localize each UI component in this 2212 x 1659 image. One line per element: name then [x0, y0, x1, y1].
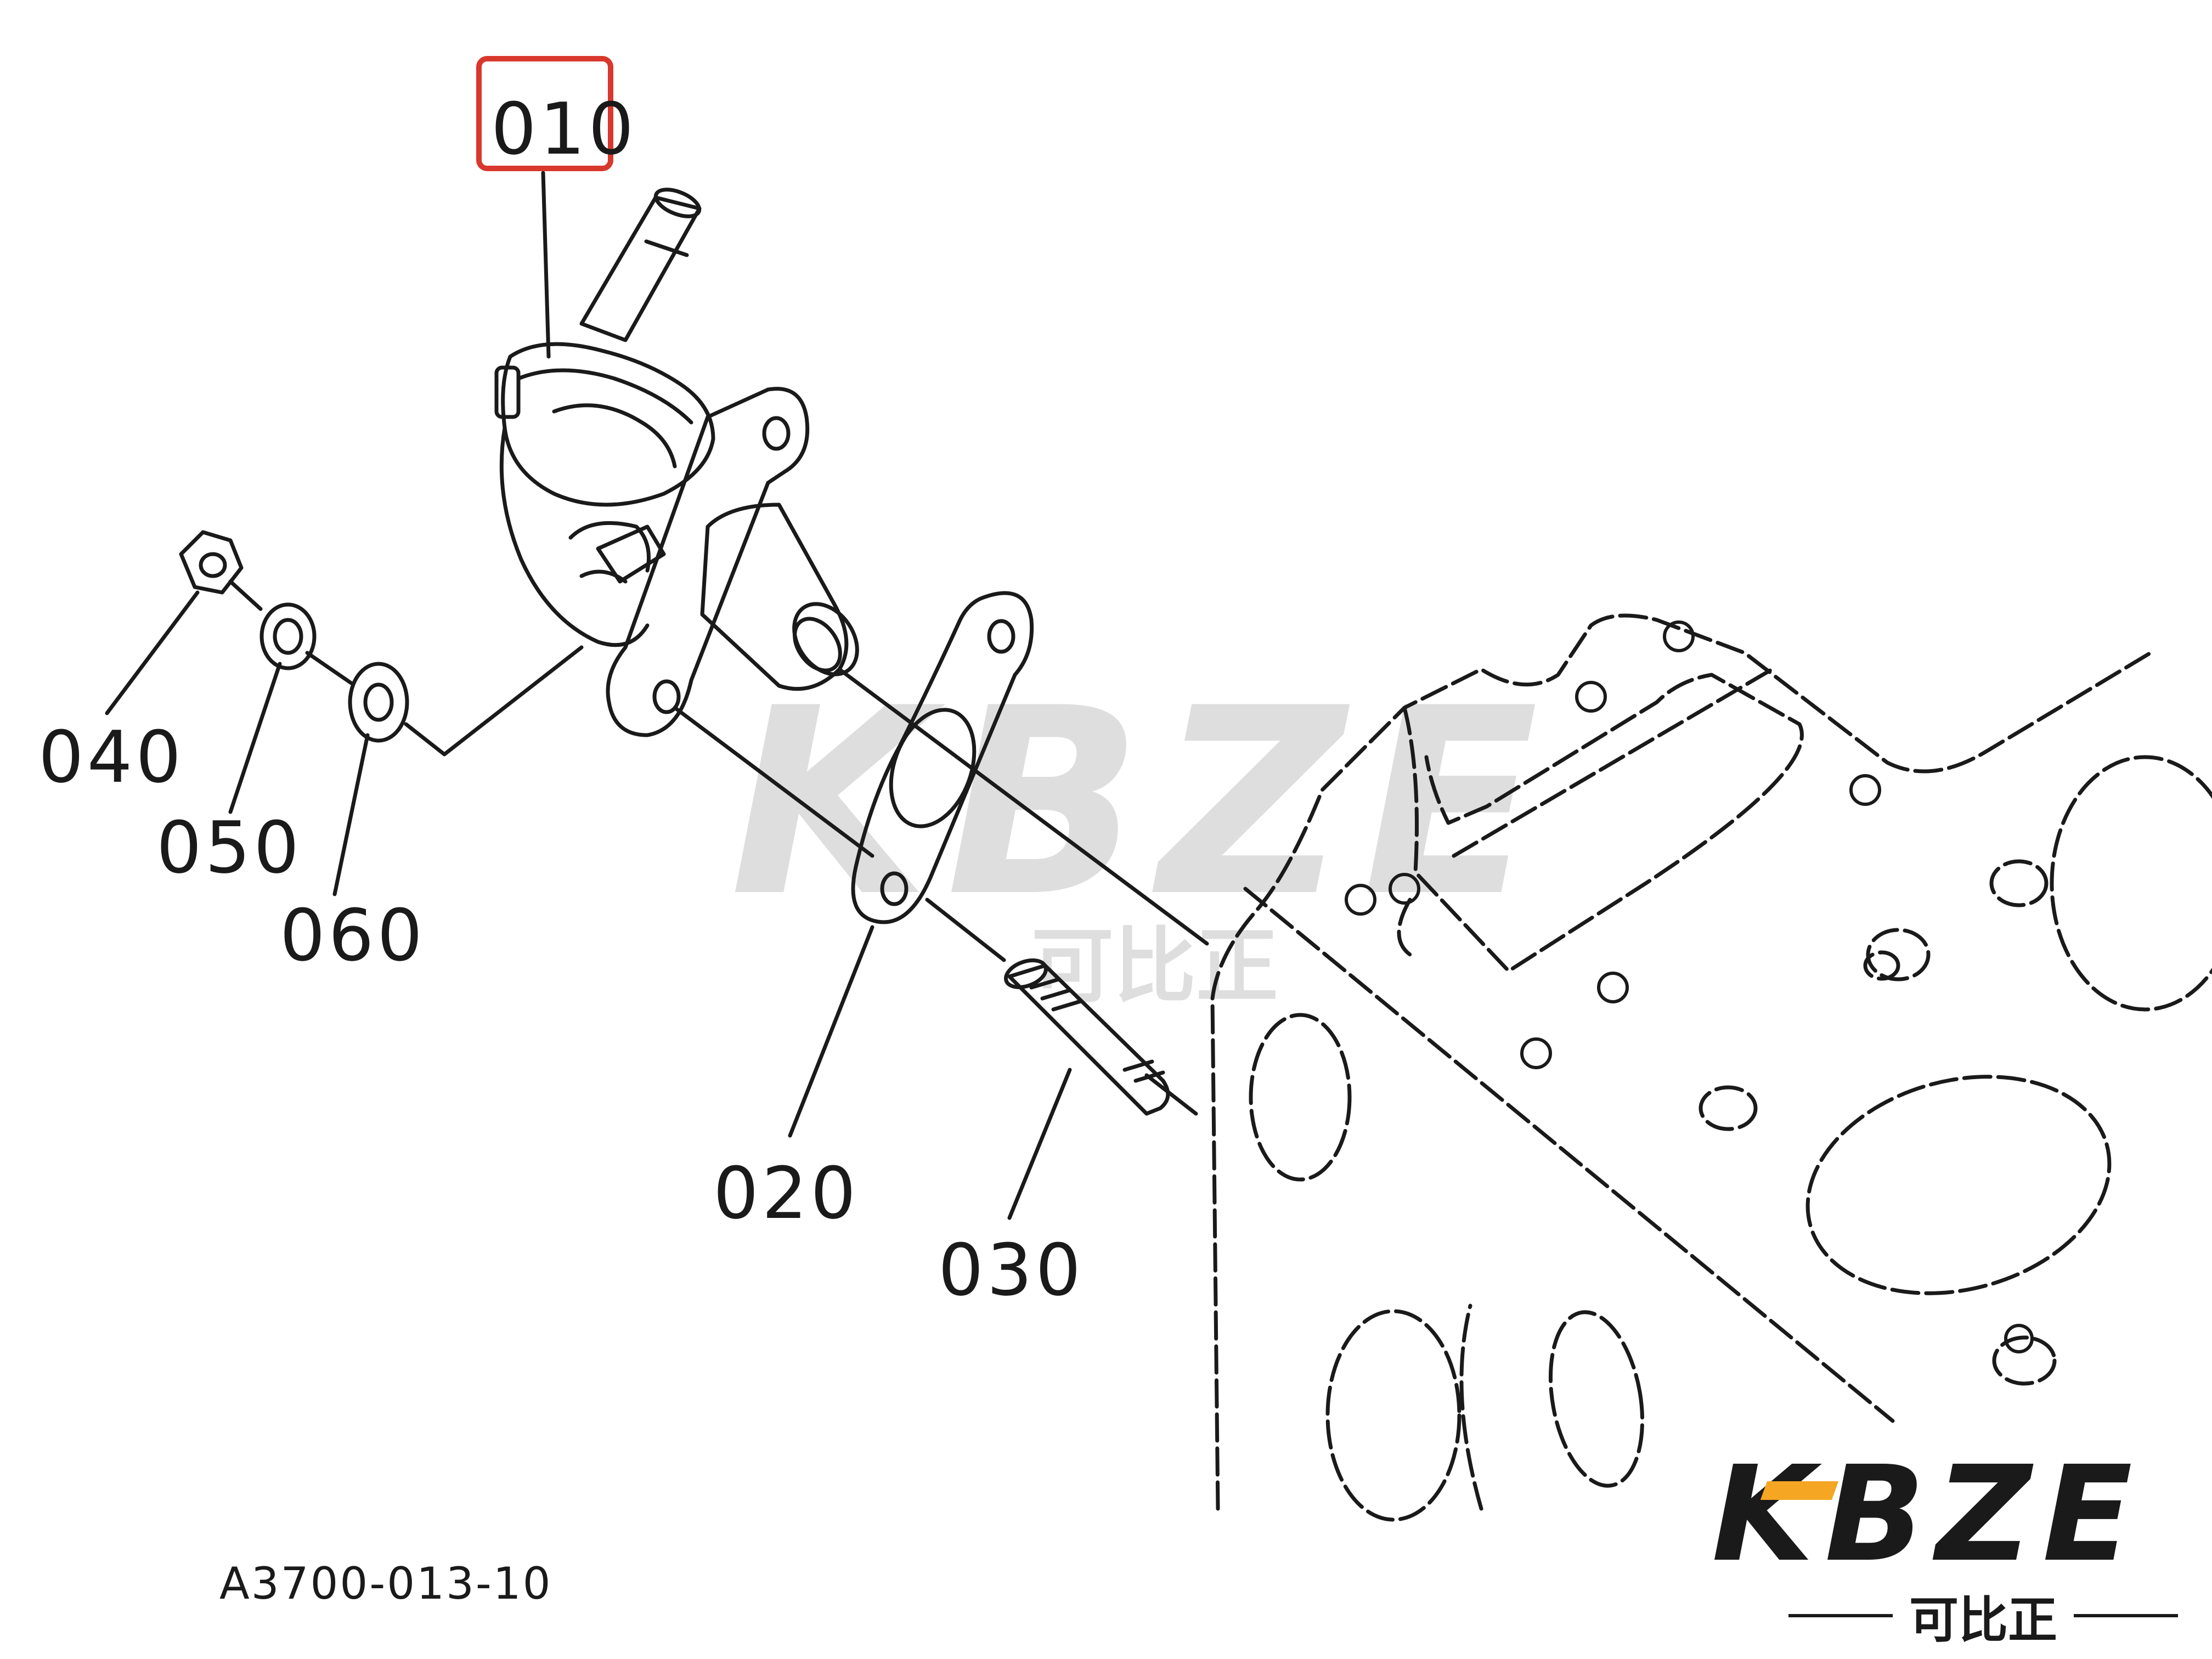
assembly-centerline	[673, 667, 1209, 1116]
part-label-040: 040	[38, 715, 185, 799]
brand-logo-text: KBZE	[1712, 1437, 2143, 1591]
engine-block	[1210, 613, 2212, 1522]
logo-rule-left	[1788, 1614, 1893, 1617]
brand-logo-accent	[1760, 1481, 1839, 1500]
part-label-010: 010	[491, 87, 637, 171]
part-label-030: 030	[938, 1228, 1085, 1312]
brand-logo: KBZE	[1712, 1448, 2143, 1580]
leader-010	[541, 171, 551, 359]
brand-logo-subtitle-row: 可比正	[1788, 1580, 2178, 1651]
highlight-box-010	[476, 56, 613, 171]
leaders-lower	[105, 590, 1072, 1220]
stud-bolt-part-030	[1004, 958, 1170, 1116]
logo-rule-right	[2074, 1614, 2178, 1617]
nut-part-040	[179, 530, 244, 595]
fuel-pump-part-010	[494, 188, 859, 737]
fastener-axis	[228, 579, 584, 757]
washer-part-060	[348, 662, 409, 743]
part-label-020: 020	[713, 1152, 860, 1235]
drawing-code: A3700-013-10	[219, 1558, 552, 1609]
brand-logo-subtitle: 可比正	[1909, 1592, 2057, 1649]
gasket-part-020	[851, 591, 1034, 924]
spring-washer-part-050	[259, 602, 317, 670]
part-label-060: 060	[280, 894, 426, 977]
engine-block-holes	[1345, 620, 2034, 1353]
part-label-050: 050	[156, 806, 303, 889]
